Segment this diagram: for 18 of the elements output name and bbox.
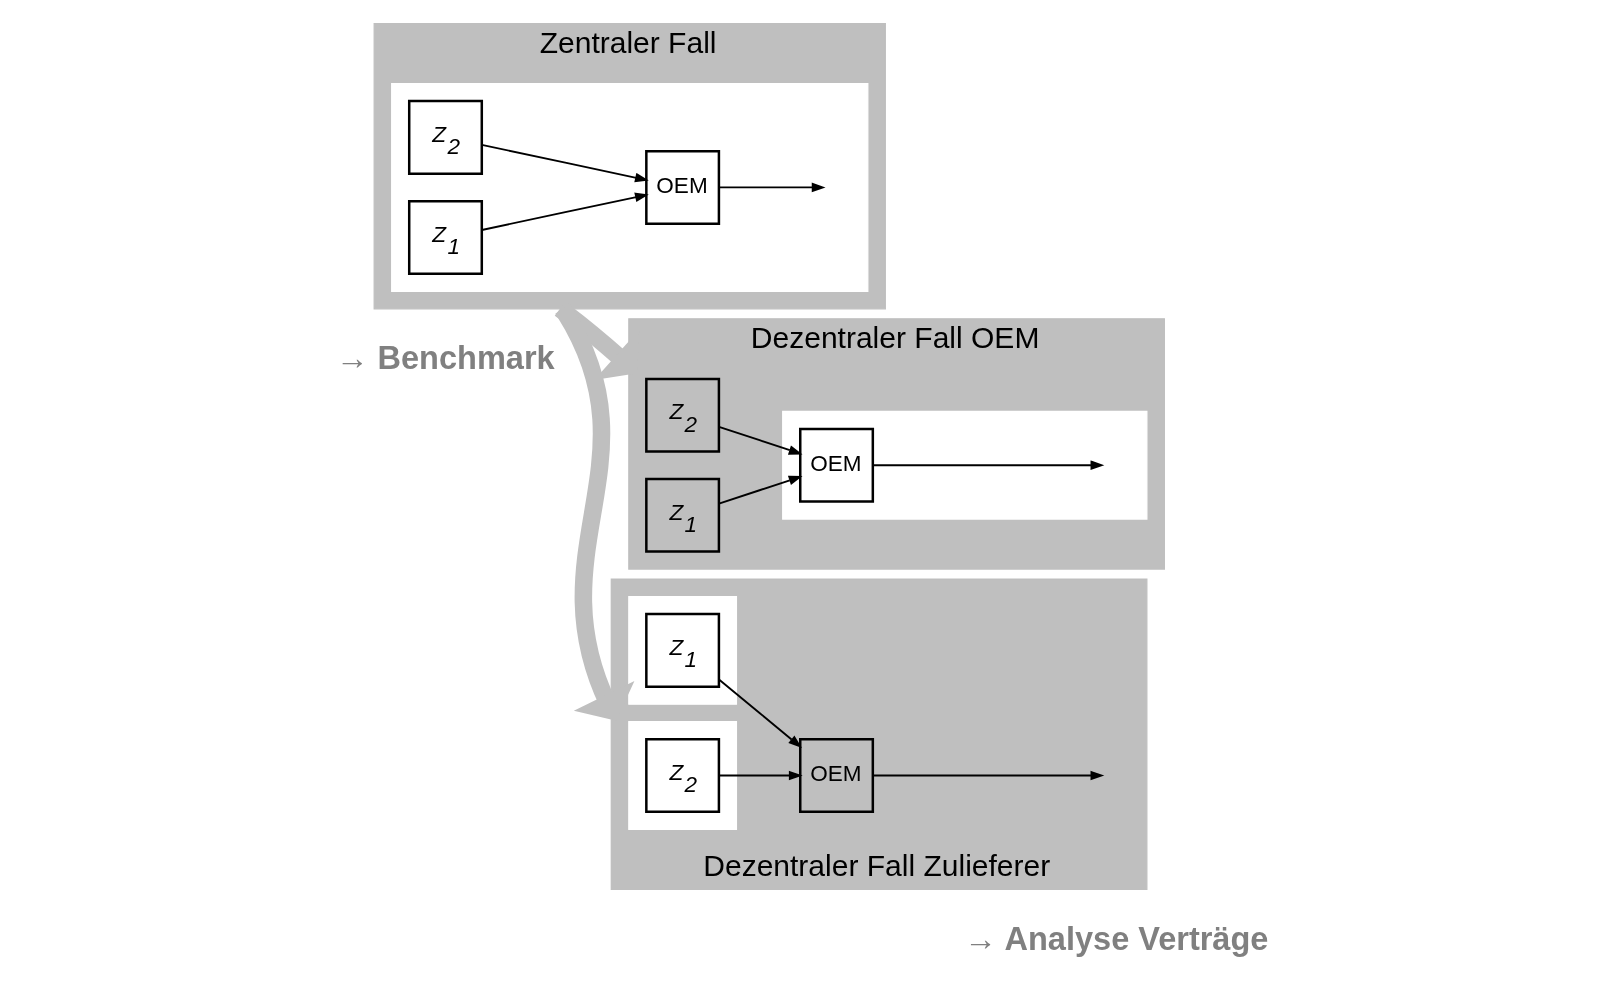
cluster bbox=[390, 82, 868, 292]
arrow bbox=[717, 770, 803, 781]
arrow bbox=[480, 143, 649, 183]
arrow bbox=[717, 475, 803, 505]
arrow bbox=[717, 678, 802, 749]
node-box: OEM bbox=[798, 738, 874, 814]
arrow bbox=[871, 770, 1104, 781]
arrow bbox=[717, 425, 803, 455]
cluster bbox=[627, 595, 737, 705]
arrow bbox=[871, 460, 1104, 471]
cluster bbox=[627, 721, 737, 830]
node-box: OEM bbox=[644, 149, 720, 225]
label: → Benchmark bbox=[335, 340, 555, 377]
arrow bbox=[480, 192, 649, 231]
arrow bbox=[717, 182, 826, 193]
label: → Analyse Verträge bbox=[963, 920, 1268, 957]
node-box: OEM bbox=[798, 427, 874, 503]
cluster bbox=[781, 410, 1147, 520]
